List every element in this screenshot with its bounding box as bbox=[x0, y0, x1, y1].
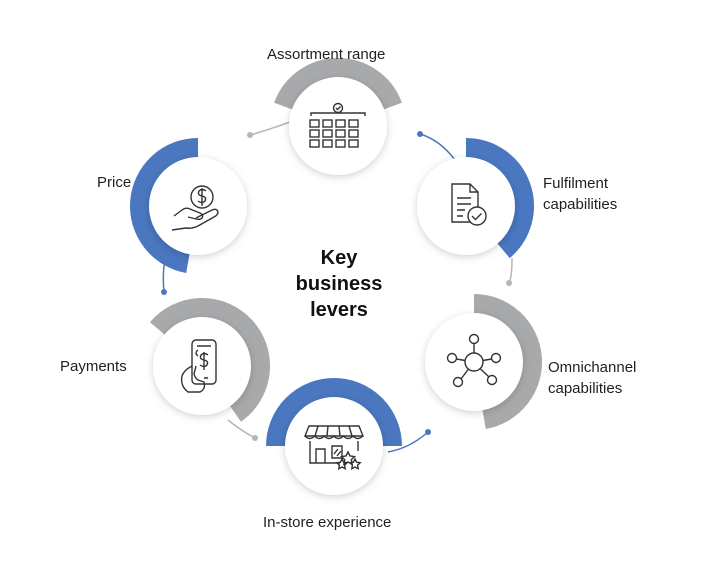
lever-circle-fulfilment bbox=[417, 157, 515, 255]
connector-line-1 bbox=[419, 133, 456, 161]
lever-arc-instore bbox=[266, 378, 402, 447]
connector-line-2 bbox=[508, 257, 513, 284]
connector-lines bbox=[161, 121, 513, 453]
lever-label-price: Price bbox=[97, 174, 132, 191]
document-check-icon bbox=[451, 183, 487, 226]
hand-dollar-icon bbox=[171, 185, 219, 231]
lever-arcs bbox=[130, 58, 542, 447]
lever-circle-omnichannel bbox=[425, 313, 523, 411]
connector-line-3 bbox=[387, 431, 429, 453]
network-hub-icon bbox=[446, 333, 502, 388]
connector-dot-2 bbox=[506, 280, 512, 286]
lever-circle-assortment bbox=[289, 77, 387, 175]
lever-icons bbox=[171, 102, 502, 470]
lever-label-assortment: Assortment range bbox=[267, 46, 386, 63]
phone-payment-icon bbox=[180, 339, 217, 393]
lever-arc-price bbox=[130, 138, 199, 273]
lever-arc-payments bbox=[149, 298, 270, 422]
connector-dot-4 bbox=[252, 435, 258, 441]
storefront-stars-icon bbox=[303, 425, 365, 470]
lever-label-payments: Payments bbox=[60, 358, 127, 375]
lever-label-omnichannel: Omnichannel capabilities bbox=[548, 359, 637, 397]
lever-arc-assortment bbox=[274, 58, 402, 110]
assortment-grid-icon bbox=[309, 102, 366, 148]
connector-dot-0 bbox=[247, 132, 253, 138]
connector-dot-1 bbox=[417, 131, 423, 137]
connector-line-4 bbox=[227, 419, 256, 439]
lever-arc-omnichannel bbox=[473, 294, 542, 429]
center-title: Key business levers bbox=[295, 247, 383, 321]
lever-arc-fulfilment bbox=[465, 138, 534, 259]
connector-dot-3 bbox=[425, 429, 431, 435]
lever-label-fulfilment: Fulfilment capabilities bbox=[543, 175, 618, 213]
lever-label-instore: In-store experience bbox=[263, 514, 392, 531]
lever-circle-price bbox=[149, 157, 247, 255]
connector-dot-5 bbox=[161, 289, 167, 295]
connector-line-0 bbox=[249, 121, 291, 136]
